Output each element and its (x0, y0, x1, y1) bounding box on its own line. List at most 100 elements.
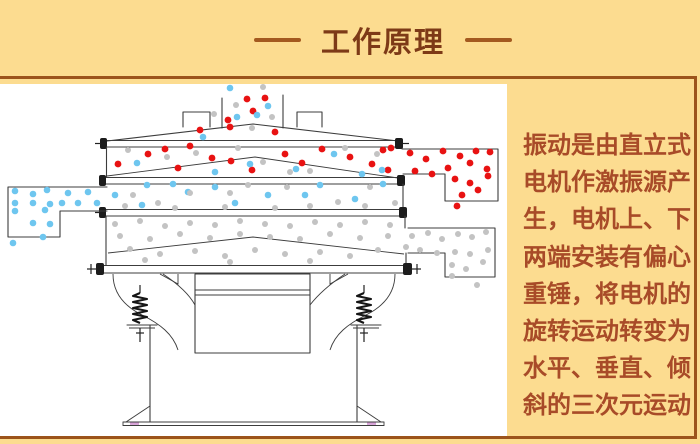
particle-dot-red (186, 142, 194, 150)
particle-dot-red (439, 147, 447, 155)
particle-dot-blue (246, 160, 254, 168)
particle-dot-blue (231, 199, 239, 207)
particle-dot-gray (249, 125, 255, 131)
particle-dot-red (472, 147, 480, 155)
particle-dot-red (486, 148, 494, 156)
particle-dot-gray (272, 205, 278, 211)
particle-dot-blue (253, 111, 261, 119)
base-bell-curves (112, 273, 396, 351)
particle-dot-gray (469, 234, 475, 240)
particle-dot-gray (162, 223, 168, 229)
title-dash-right (465, 38, 512, 42)
particle-dot-gray (417, 247, 423, 253)
particle-dot-blue (358, 170, 366, 178)
particle-dot-red (456, 152, 464, 160)
particle-dot-blue (292, 165, 300, 173)
particle-dot-red (281, 150, 289, 158)
particle-dot-gray (439, 236, 445, 242)
particle-dot-gray (260, 84, 266, 90)
particle-dot-red (318, 145, 326, 153)
particle-dot-gray (237, 218, 243, 224)
particle-dot-gray (297, 236, 303, 242)
particle-dot-gray (142, 257, 148, 263)
particle-dot-red (243, 95, 251, 103)
particle-dot-red (196, 126, 204, 134)
particle-dot-red (226, 123, 234, 131)
particle-dot-gray (403, 244, 409, 250)
particle-dot-gray (164, 154, 170, 160)
particle-dot-blue (39, 233, 47, 241)
particle-dot-gray (212, 222, 218, 228)
particle-dot-gray (117, 233, 123, 239)
particle-dot-red (144, 150, 152, 158)
particle-dot-gray (375, 247, 381, 253)
particle-dot-red (227, 157, 235, 165)
particle-dot-gray (452, 249, 458, 255)
particle-dot-blue (84, 188, 92, 196)
particle-dot-blue (211, 183, 219, 191)
particle-dot-blue (138, 201, 146, 209)
particle-dot-blue (29, 199, 37, 207)
particle-dot-red (248, 166, 256, 174)
particle-dot-gray (467, 251, 473, 257)
particle-dot-gray (287, 223, 293, 229)
clamp-band-3 (95, 207, 407, 218)
particle-dot-gray (269, 114, 275, 120)
particle-dot-gray (367, 184, 373, 190)
particle-dot-red (411, 167, 419, 175)
particle-dot-gray (172, 205, 178, 211)
spring-left (126, 285, 158, 342)
screen-deck-3 (105, 215, 407, 266)
particle-dot-gray (434, 250, 440, 256)
particle-dot-blue (46, 200, 54, 208)
particle-dot-blue (378, 166, 386, 174)
particle-dot-red (406, 149, 414, 157)
particle-dot-gray (235, 145, 241, 151)
particle-dot-red (271, 128, 279, 136)
particle-dot-gray (222, 253, 228, 259)
particle-dot-red (379, 146, 387, 154)
particle-dot-blue (111, 191, 119, 199)
particle-dot-red (428, 170, 436, 178)
particle-dot-gray (207, 235, 213, 241)
particle-dot-blue (41, 206, 49, 214)
clamp-band-2 (99, 175, 405, 186)
particle-dot-gray (287, 169, 293, 175)
motor-box (159, 273, 349, 354)
particle-dot-gray (193, 150, 199, 156)
spring-right (350, 285, 382, 342)
base-frame (122, 324, 385, 427)
particle-dot-gray (480, 259, 486, 265)
particle-dot-blue (93, 199, 101, 207)
particle-dot-blue (9, 239, 17, 247)
particle-dot-gray (211, 111, 217, 117)
particle-dot-gray (227, 259, 233, 265)
content-frame (0, 76, 697, 439)
particle-dot-gray (137, 218, 143, 224)
page-title: 工作原理 (320, 27, 445, 59)
particle-dot-red (422, 155, 430, 163)
outlet-chute-left (7, 186, 108, 238)
particle-dot-blue (211, 168, 219, 176)
particle-dot-blue (233, 113, 241, 121)
particle-dot-gray (337, 222, 343, 228)
particle-dot-gray (485, 247, 491, 253)
particle-dot-blue (29, 190, 37, 198)
particle-dot-gray (307, 168, 313, 174)
particle-dot-gray (307, 258, 313, 264)
diagram-panel (0, 84, 507, 436)
particle-dot-blue (11, 199, 19, 207)
particle-dot-gray (449, 273, 455, 279)
particle-dot-gray (307, 203, 313, 209)
clamp-band-top (95, 138, 409, 149)
particle-dot-blue (11, 187, 19, 195)
title-dash-left (253, 38, 301, 42)
particle-dot-blue (133, 159, 141, 167)
particle-dot-blue (74, 199, 82, 207)
particle-dot-blue (29, 219, 37, 227)
particle-dot-blue (58, 199, 66, 207)
header: 工作原理 (66, 18, 700, 62)
particle-dot-gray (474, 282, 480, 288)
particle-dot-gray (157, 251, 163, 257)
